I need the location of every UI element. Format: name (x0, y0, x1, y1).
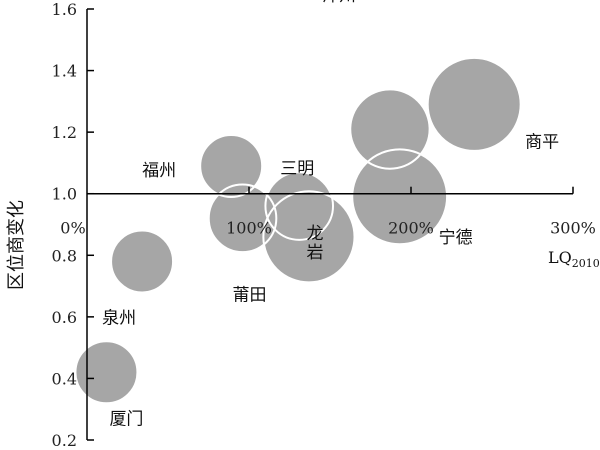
bubble-3 (208, 184, 277, 253)
bubble-label-3: 莆田 (233, 285, 267, 305)
bubble-2 (200, 135, 263, 198)
y-axis-label: 区位商变化 (6, 200, 27, 290)
axes: 0.2 0.4 0.6 0.8 1.0 1.2 1.4 1.6 0% 100% 200% 300% (52, 0, 596, 450)
bubble-label-6: 漳州 (322, 0, 356, 6)
bubble-outlines (74, 56, 522, 405)
x-tick-label-2: 200% (388, 219, 434, 238)
y-tick-label-0: 0.2 (52, 431, 77, 450)
bubble-outline-8 (426, 56, 522, 152)
y-tick-label-4: 1.0 (52, 185, 77, 204)
y-tick-label-7: 1.6 (52, 0, 77, 19)
y-tick-label-6: 1.4 (52, 62, 77, 81)
bubble-outline-5 (264, 171, 335, 241)
y-tick-label-5: 1.2 (52, 123, 77, 142)
x-axis-label: LQ2010 (548, 248, 600, 270)
bubble-0 (75, 341, 138, 404)
bubble-outline-3 (207, 183, 278, 254)
x-tick-label-3: 300% (550, 219, 596, 238)
bubble-layer (74, 56, 522, 405)
bubble-outline-6 (349, 88, 431, 170)
bubble-outline-0 (74, 340, 139, 405)
bubble-6 (350, 89, 430, 169)
bubble-outline-1 (110, 229, 175, 294)
x-axis-label-subscript: 2010 (572, 257, 600, 270)
bubble-outline-7 (351, 148, 449, 246)
bubble-outline-4 (262, 190, 356, 284)
bubble-outline-2 (199, 134, 264, 199)
x-tick-label-0: 0% (60, 219, 85, 238)
y-tick-label-2: 0.6 (52, 308, 77, 327)
x-tick-label-1: 100% (226, 219, 272, 238)
bubble-5 (265, 172, 334, 240)
y-tick-label-3: 0.8 (52, 246, 77, 265)
bubble-label-8: 商平 (525, 132, 559, 152)
bubble-label-0: 厦门 (109, 409, 143, 429)
y-tick-label-1: 0.4 (52, 369, 77, 388)
bubble-label-7: 宁德 (439, 228, 473, 248)
bubble-fills (75, 57, 521, 404)
bubble-label-1: 泉州 (102, 308, 136, 328)
bubble-7 (352, 149, 448, 245)
bubble-label-5: 三明 (280, 159, 314, 179)
bubble-1 (111, 230, 174, 293)
x-axis-label-main: LQ (548, 248, 572, 267)
bubble-label-4: 龙岩 (306, 224, 323, 263)
bubble-8 (427, 57, 521, 151)
bubble-label-2: 福州 (142, 161, 176, 181)
